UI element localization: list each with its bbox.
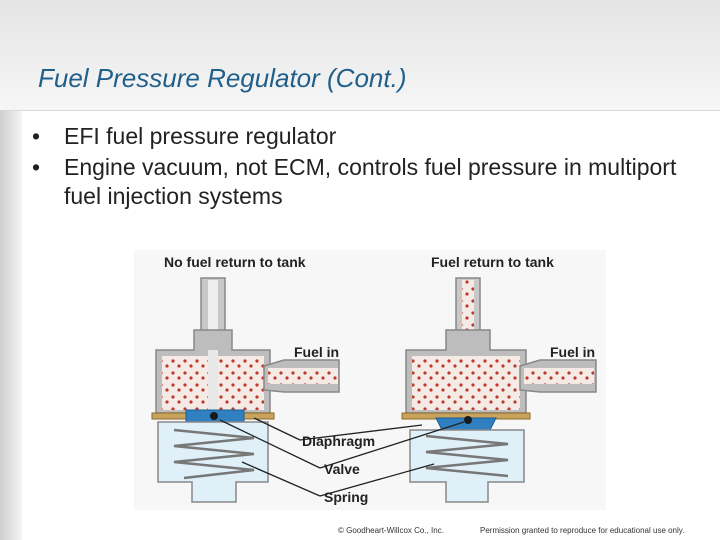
spring-coil [425, 434, 509, 478]
left-caption: No fuel return to tank [164, 254, 306, 270]
leader-lines [219, 417, 465, 497]
fuel-in-label: Fuel in [550, 344, 595, 360]
bullet-text: EFI fuel pressure regulator [64, 123, 337, 149]
bullet-marker: • [32, 154, 41, 180]
left-decorative-band [0, 0, 22, 540]
right-caption: Fuel return to tank [431, 254, 554, 270]
fuel-chamber [412, 356, 520, 410]
fuel-in-label: Fuel in [294, 344, 339, 360]
spring-coil [173, 428, 255, 480]
regulator-diagram: No fuel return to tank Fuel return to ta… [134, 250, 606, 510]
fuel-in-bore [524, 368, 594, 384]
title-bar: Fuel Pressure Regulator (Cont.) [0, 0, 720, 111]
regulator-with-return [401, 277, 597, 503]
valve-ball [210, 412, 218, 420]
spring-label: Spring [324, 489, 368, 505]
valve-stem [208, 350, 218, 410]
spring-chamber [157, 421, 269, 503]
bullet-text: Engine vacuum, not ECM, controls fuel pr… [64, 154, 677, 209]
bullet-item: • Engine vacuum, not ECM, controls fuel … [32, 153, 712, 211]
bullet-item: • EFI fuel pressure regulator [32, 122, 712, 151]
slide-title: Fuel Pressure Regulator (Cont.) [38, 63, 407, 93]
regulator-illustration: No fuel return to tank Fuel return to ta… [134, 250, 606, 510]
bullet-list: • EFI fuel pressure regulator • Engine v… [32, 122, 712, 213]
permission-notice: Permission granted to reproduce for educ… [480, 526, 685, 535]
valve-label: Valve [324, 461, 360, 477]
diaphragm-label: Diaphragm [302, 433, 375, 449]
copyright-notice: © Goodheart-Willcox Co., Inc. [338, 526, 444, 535]
bullet-marker: • [32, 123, 41, 149]
valve-ball [464, 416, 472, 424]
regulator-no-return [151, 277, 340, 503]
fuel-in-bore [268, 368, 338, 384]
spring-chamber [409, 429, 525, 503]
